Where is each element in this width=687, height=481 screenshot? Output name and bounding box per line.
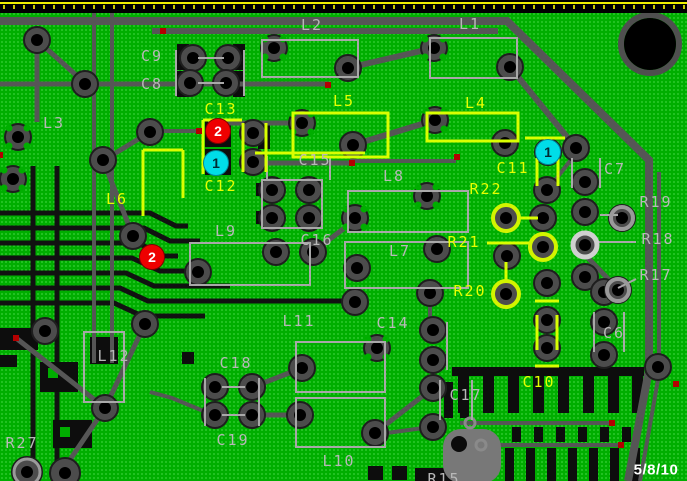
date-label: 5/8/10 [633, 461, 679, 479]
component-label-c6: C6 [602, 324, 626, 342]
component-label-l10: L10 [322, 452, 356, 470]
edge-strip-ticks [3, 5, 687, 9]
component-label-r22: R22 [469, 180, 503, 198]
mounting-hole [618, 12, 682, 76]
component-label-l12: L12 [97, 347, 131, 365]
component-label-l11: L11 [282, 312, 316, 330]
component-label-r27: R27 [5, 434, 39, 452]
component-label-l8: L8 [382, 167, 406, 185]
component-label-r19: R19 [639, 193, 673, 211]
assembly-marker-1: 1 [535, 139, 561, 165]
component-label-r17: R17 [639, 266, 673, 284]
component-label-c10: C10 [522, 373, 556, 391]
through-hole-pads [0, 26, 672, 481]
component-label-r18: R18 [641, 230, 675, 248]
component-label-r20: R20 [453, 282, 487, 300]
assembly-marker-1: 1 [203, 150, 229, 176]
assembly-marker-2: 2 [139, 244, 165, 270]
board-edge-connector-strip [0, 0, 687, 13]
highlight-outlines [141, 111, 565, 368]
component-label-c7: C7 [603, 160, 627, 178]
component-label-l5: L5 [332, 92, 356, 110]
assembly-marker-2: 2 [205, 118, 231, 144]
component-label-l9: L9 [214, 222, 238, 240]
component-label-l2: L2 [300, 16, 324, 34]
component-label-l3: L3 [42, 114, 66, 132]
component-label-c9: C9 [140, 47, 164, 65]
component-label-c16: C16 [300, 231, 334, 249]
component-label-r21: R21 [447, 233, 481, 251]
component-label-c15: C15 [298, 151, 332, 169]
via-markers [0, 28, 679, 448]
component-label-l7: L7 [388, 242, 412, 260]
component-label-c8: C8 [140, 75, 164, 93]
edge-strip-line [0, 2, 687, 4]
component-label-l6: L6 [105, 190, 129, 208]
component-label-c13: C13 [204, 100, 238, 118]
component-label-c17: C17 [449, 386, 483, 404]
component-label-c19: C19 [216, 431, 250, 449]
component-label-c11: C11 [496, 159, 530, 177]
component-label-c12: C12 [204, 177, 238, 195]
component-label-l4: L4 [464, 94, 488, 112]
component-label-c14: C14 [376, 314, 410, 332]
silkscreen-outlines [12, 37, 637, 481]
component-label-r15: R15 [427, 470, 461, 481]
component-label-l1: L1 [458, 15, 482, 33]
component-label-c18: C18 [219, 354, 253, 372]
